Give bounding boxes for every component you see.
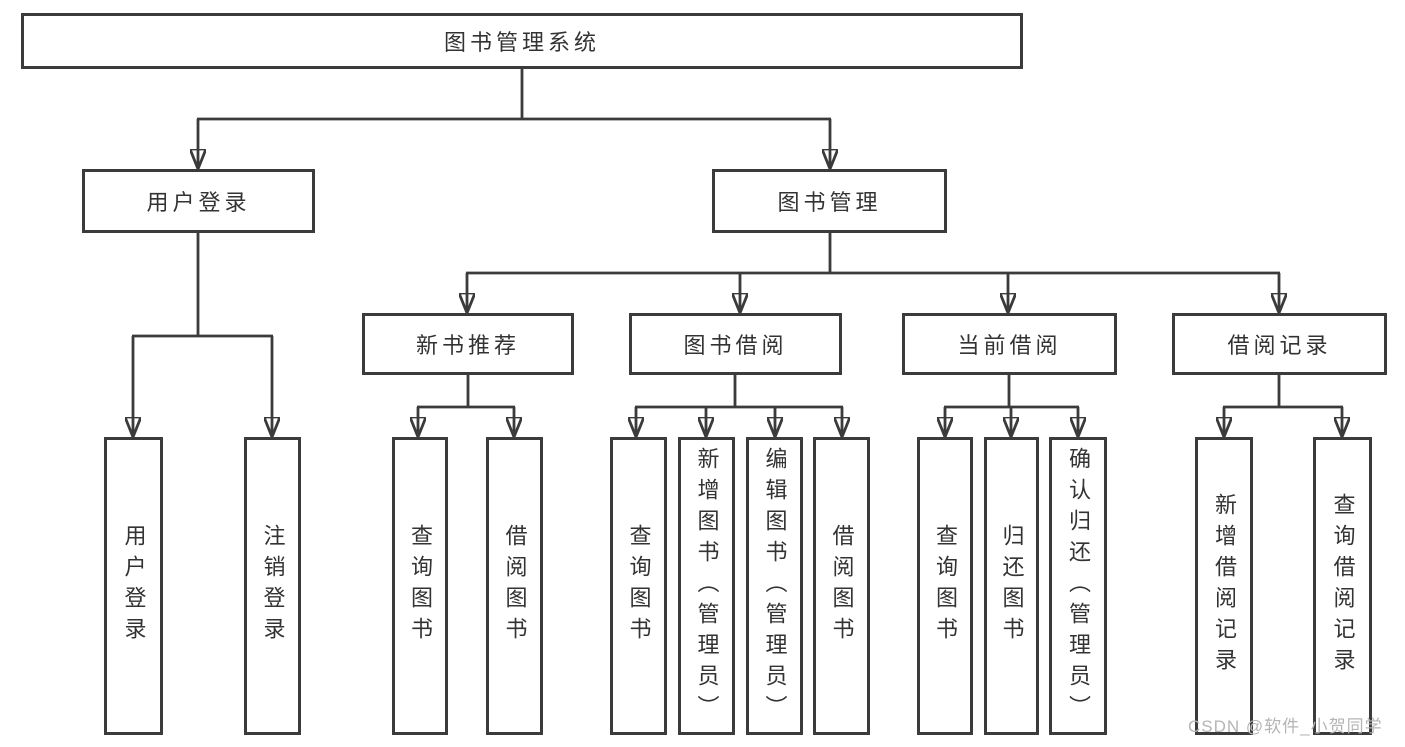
node-new-book-recommend: 新书推荐: [362, 313, 574, 375]
node-user-login-group-label: 用户登录: [146, 190, 251, 215]
connector-recommend-split: [417, 375, 515, 409]
node-leaf-logout: 注销登录: [244, 437, 301, 735]
node-borrow-records: 借阅记录: [1172, 313, 1387, 375]
node-leaf-user-login: 用户登录: [104, 437, 163, 735]
node-book-borrow: 图书借阅: [629, 313, 842, 375]
node-leaf-user-login-label: 用户登录: [121, 524, 147, 648]
node-user-login-group: 用户登录: [82, 169, 315, 233]
node-leaf-borrow-books-recommend-label: 借阅图书: [502, 524, 528, 648]
node-leaf-query-borrow-record: 查询借阅记录: [1313, 437, 1372, 735]
node-leaf-add-books-admin-label: 新增图书（管理员）: [694, 446, 720, 726]
node-current-borrow-label: 当前借阅: [957, 333, 1062, 358]
node-leaf-borrow-books: 借阅图书: [813, 437, 870, 735]
node-leaf-query-books-borrow: 查询图书: [610, 437, 667, 735]
node-leaf-edit-books-admin: 编辑图书（管理员）: [746, 437, 803, 735]
node-leaf-edit-books-admin-label: 编辑图书（管理员）: [762, 446, 788, 726]
connector-current-split: [944, 375, 1079, 409]
node-root-label: 图书管理系统: [443, 30, 600, 55]
node-leaf-logout-label: 注销登录: [260, 524, 286, 648]
node-leaf-confirm-return-admin-label: 确认归还（管理员）: [1066, 446, 1091, 726]
node-book-management-label: 图书管理: [777, 190, 882, 215]
node-leaf-query-books-borrow-label: 查询图书: [626, 524, 652, 648]
node-leaf-query-books-current-label: 查询图书: [933, 524, 958, 648]
node-leaf-return-books-label: 归还图书: [999, 524, 1025, 648]
node-leaf-query-books-recommend: 查询图书: [392, 437, 448, 735]
connector-userlogin-split: [132, 233, 273, 338]
connector-root-split: [197, 69, 831, 121]
node-book-borrow-label: 图书借阅: [683, 333, 788, 358]
node-leaf-add-books-admin: 新增图书（管理员）: [678, 437, 735, 735]
node-current-borrow: 当前借阅: [902, 313, 1117, 375]
node-leaf-query-books-recommend-label: 查询图书: [408, 524, 433, 648]
connector-bookmgmt-split: [466, 233, 1280, 275]
node-root: 图书管理系统: [21, 13, 1023, 69]
node-book-management: 图书管理: [712, 169, 947, 233]
node-borrow-records-label: 借阅记录: [1227, 333, 1332, 358]
node-new-book-recommend-label: 新书推荐: [415, 333, 520, 358]
node-leaf-confirm-return-admin: 确认归还（管理员）: [1049, 437, 1107, 735]
node-leaf-return-books: 归还图书: [984, 437, 1039, 735]
watermark: CSDN @软件_小贺同学: [1188, 717, 1383, 736]
node-leaf-add-borrow-record-label: 新增借阅记录: [1212, 493, 1237, 679]
node-leaf-add-borrow-record: 新增借阅记录: [1195, 437, 1253, 735]
node-leaf-borrow-books-recommend: 借阅图书: [486, 437, 543, 735]
connector-records-split: [1223, 375, 1343, 409]
node-leaf-borrow-books-label: 借阅图书: [829, 524, 855, 648]
connector-borrow-split: [635, 375, 843, 409]
node-leaf-query-books-current: 查询图书: [917, 437, 973, 735]
node-leaf-query-borrow-record-label: 查询借阅记录: [1330, 493, 1356, 679]
